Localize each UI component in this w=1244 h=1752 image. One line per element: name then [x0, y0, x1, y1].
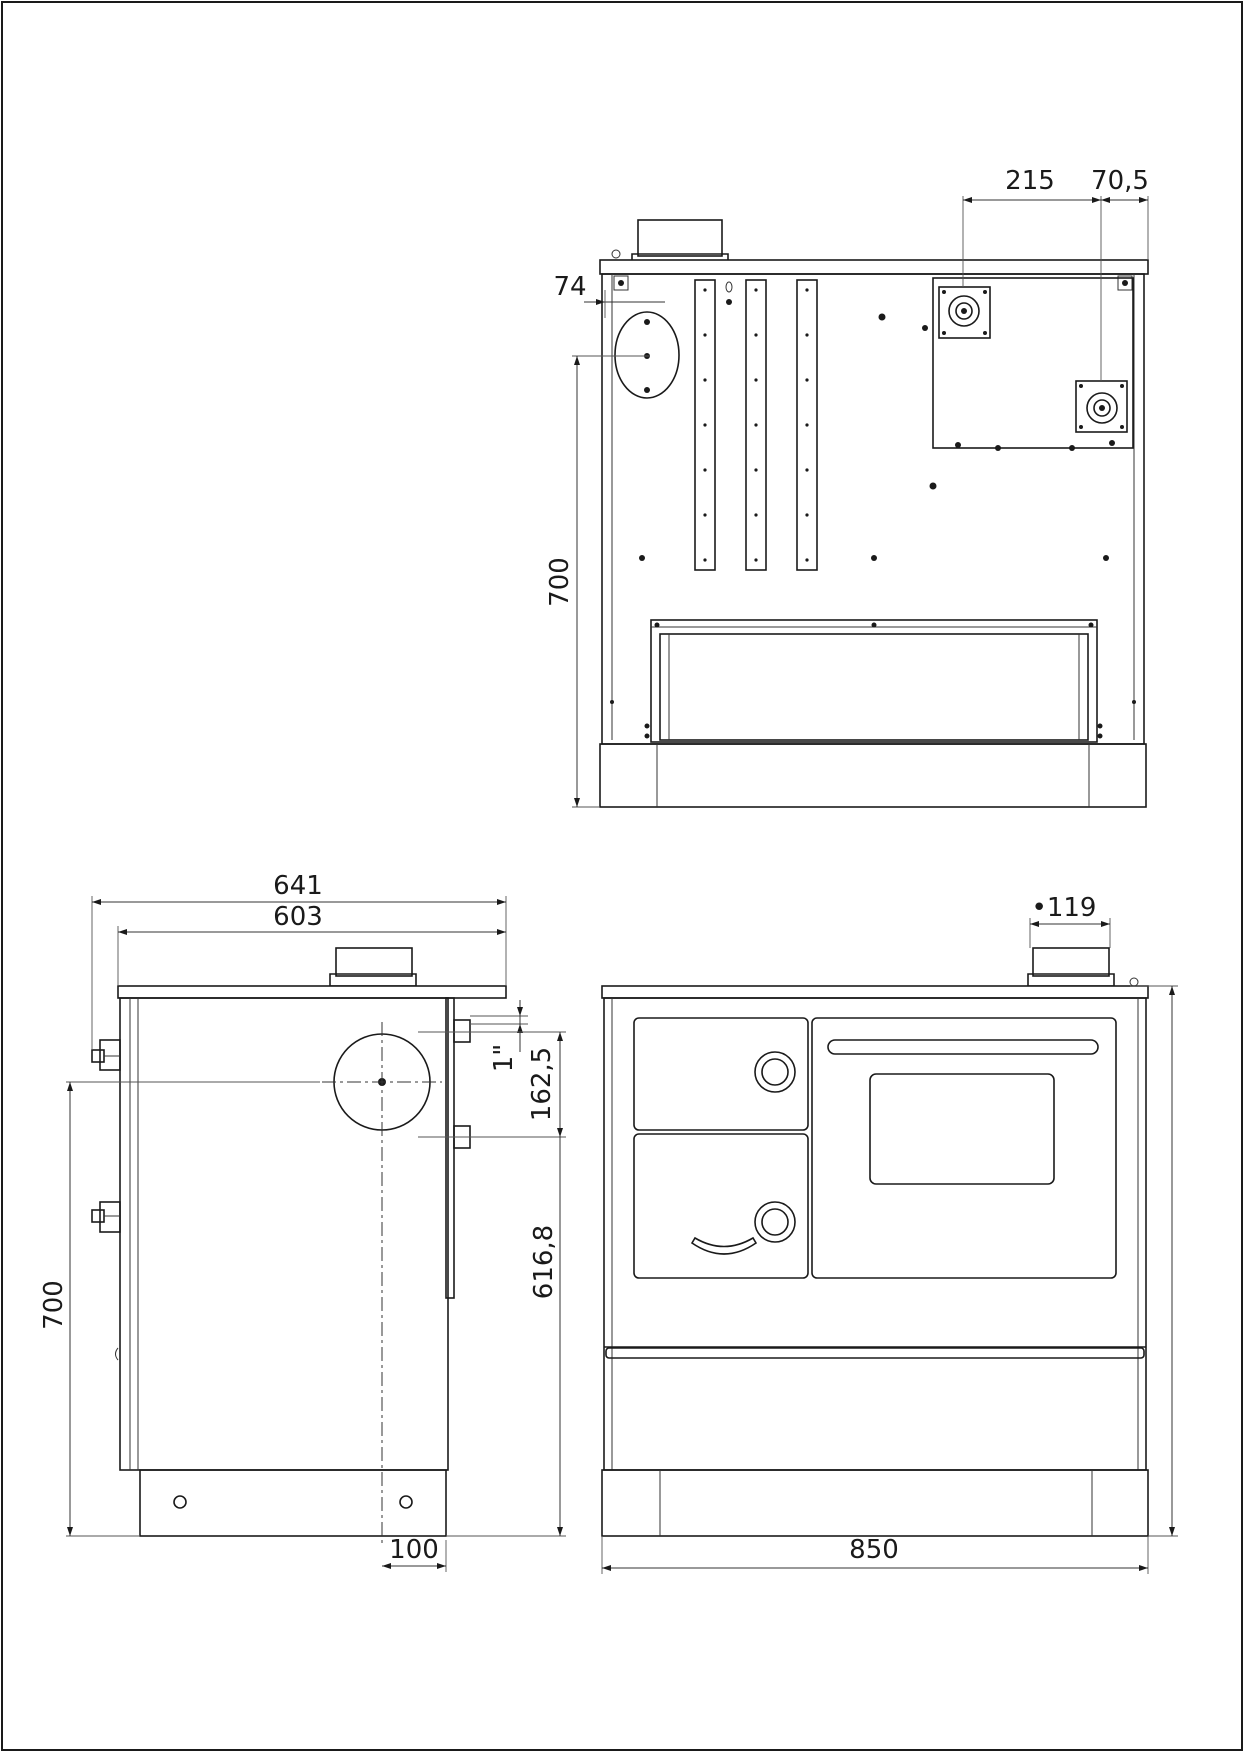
front-view: •119 850	[601, 893, 1178, 1574]
side-handle	[91, 1201, 121, 1233]
rear-connection-fitting	[938, 286, 991, 339]
dim-616-8: 616,8	[529, 1225, 559, 1299]
side-top-plate	[117, 985, 507, 999]
rear-rib	[796, 279, 818, 571]
rear-flue-outlet	[614, 311, 680, 399]
rear-rib	[745, 279, 767, 571]
dim-641: 641	[273, 871, 323, 901]
firebox-door	[633, 1017, 809, 1131]
ash-door	[633, 1133, 809, 1279]
rear-rib	[694, 279, 716, 571]
front-top-plate	[601, 985, 1149, 999]
dim-119: •119	[1032, 893, 1097, 923]
front-body	[603, 997, 1147, 1471]
dim-850: 850	[849, 1535, 899, 1565]
oven-door-handle	[827, 1039, 1099, 1055]
side-flue-collar	[335, 947, 413, 977]
ash-door-knob	[754, 1201, 796, 1243]
front-plinth	[601, 1469, 1149, 1537]
front-drawer-handle	[605, 1347, 1145, 1359]
dim-700-rear: 700	[545, 557, 575, 607]
side-water-connection	[453, 1019, 471, 1043]
oven-door	[811, 1017, 1117, 1279]
firebox-door-knob	[754, 1051, 796, 1093]
side-plinth	[139, 1469, 447, 1537]
dim-215: 215	[1005, 166, 1055, 196]
dim-603: 603	[273, 902, 323, 932]
rear-flue-collar	[637, 219, 723, 257]
dim-700-side: 700	[39, 1280, 69, 1330]
side-body	[119, 997, 449, 1471]
dim-70-5: 70,5	[1091, 166, 1149, 196]
dim-74: 74	[553, 272, 586, 302]
dim-100: 100	[389, 1535, 439, 1565]
rear-plinth	[599, 743, 1147, 808]
rear-lower-drawer	[650, 619, 1098, 743]
rear-connection-panel	[932, 277, 1134, 449]
side-handle	[91, 1039, 121, 1071]
dim-1-inch: 1"	[489, 1044, 519, 1073]
oven-door-window	[869, 1073, 1055, 1185]
rear-body	[601, 273, 1145, 745]
dim-162-5: 162,5	[527, 1047, 557, 1121]
front-flue-collar	[1032, 947, 1110, 977]
ash-door-handle	[690, 1236, 758, 1255]
rear-top-plate	[599, 259, 1149, 275]
rear-connection-fitting	[1075, 380, 1128, 433]
rear-view: 215 70,5 74 700	[545, 166, 1149, 808]
side-view: 641 603 700 1" 162,5 616,8 100	[39, 871, 566, 1572]
